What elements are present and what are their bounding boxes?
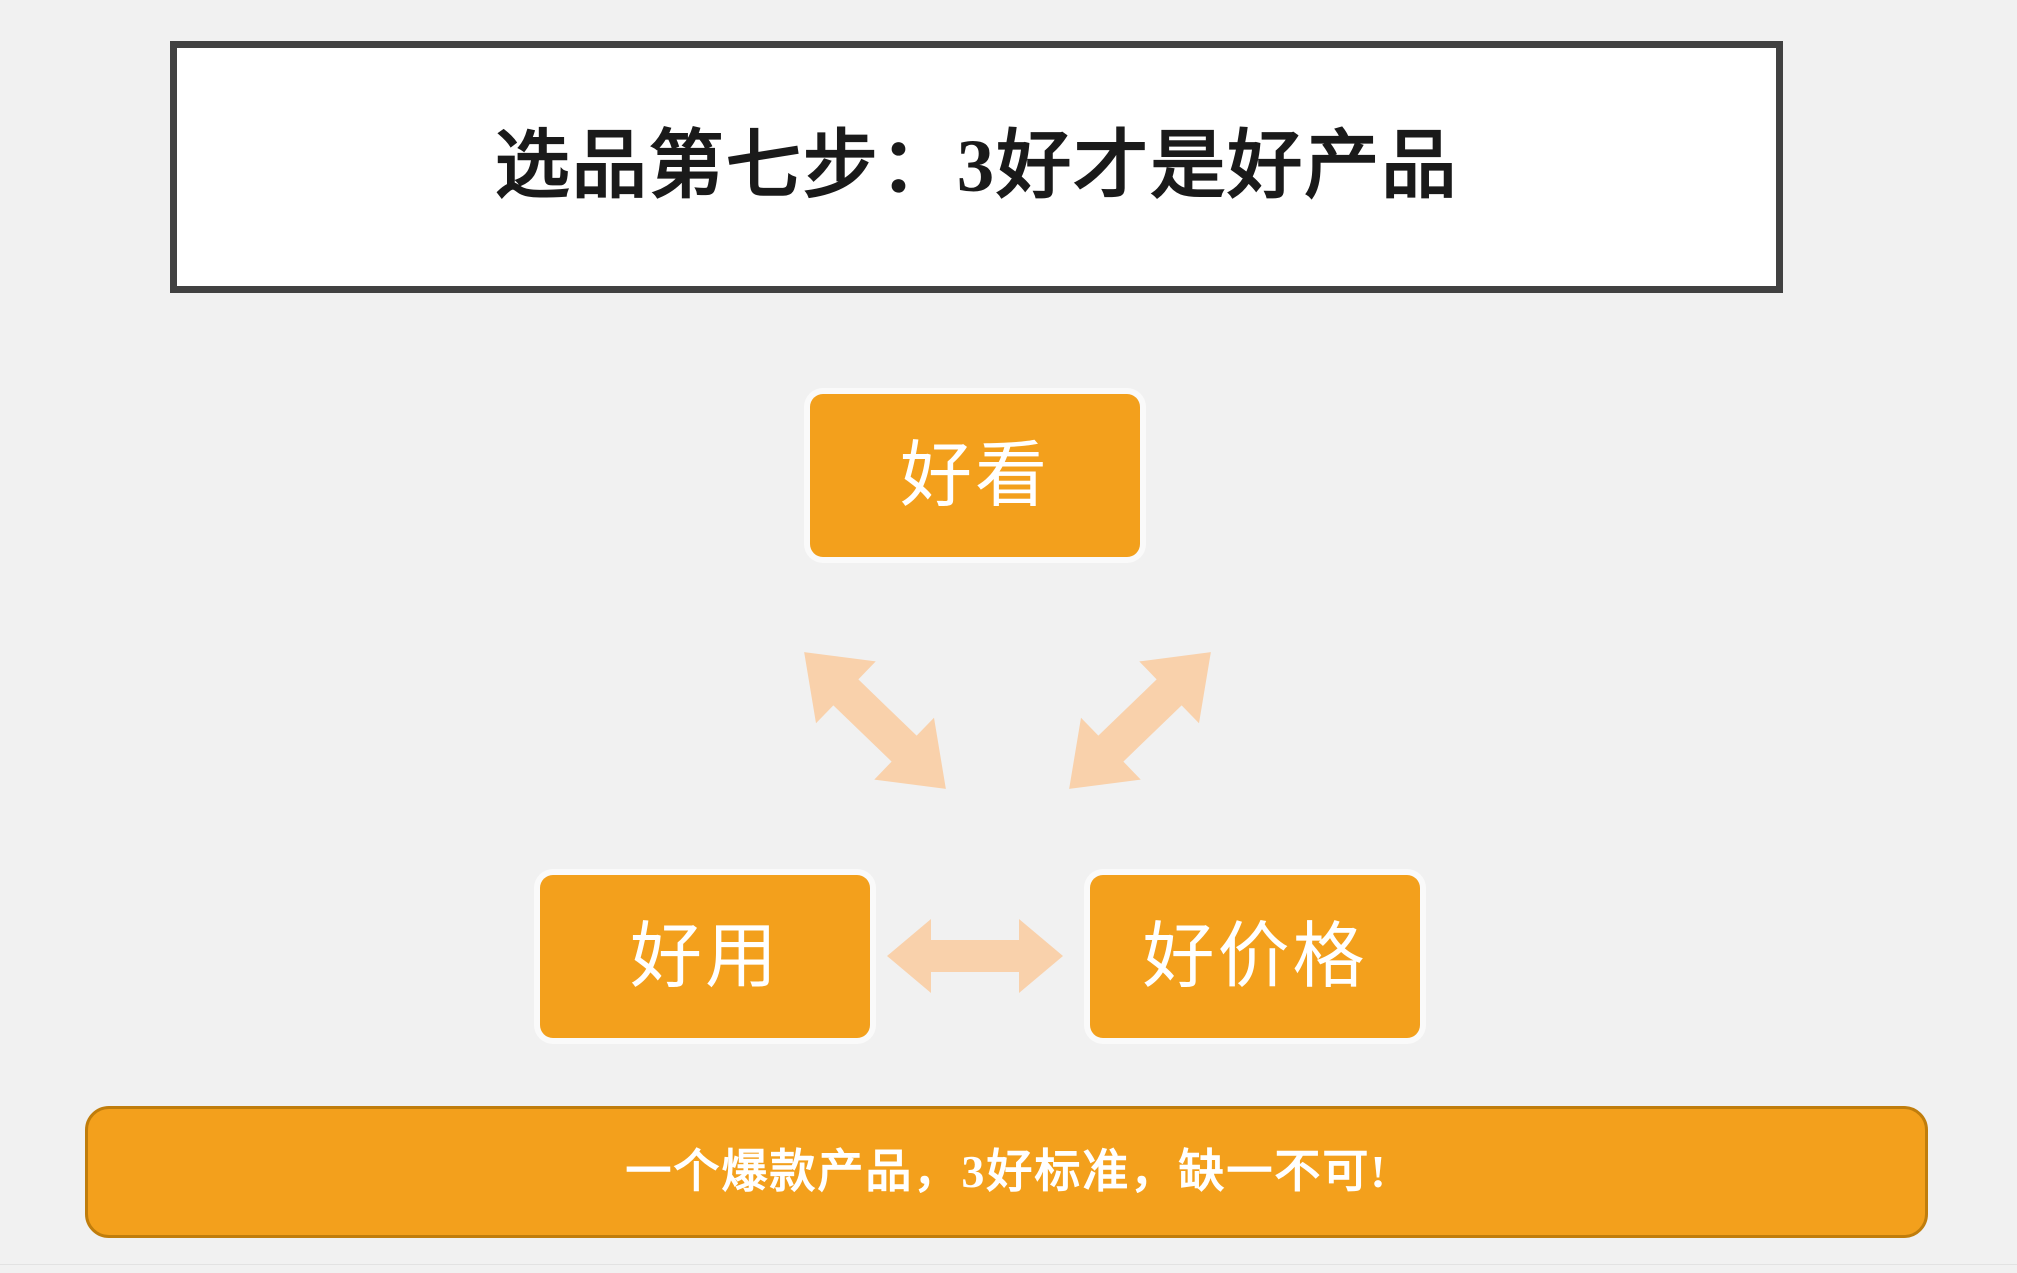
node-good-to-use[interactable]: 好用 — [540, 875, 870, 1038]
node-good-price[interactable]: 好价格 — [1090, 875, 1420, 1038]
double-headed-arrow-diagonal-right-icon — [1069, 652, 1211, 789]
summary-banner: 一个爆款产品，3好标准，缺一不可! — [85, 1106, 1928, 1238]
page-title: 选品第七步：3好才是好产品 — [494, 124, 1459, 208]
node-label-good-to-use: 好用 — [629, 916, 780, 997]
title-box: 选品第七步：3好才是好产品 — [170, 41, 1783, 293]
node-label-good-price: 好价格 — [1142, 916, 1368, 997]
node-label-good-looking: 好看 — [899, 435, 1050, 516]
summary-banner-text: 一个爆款产品，3好标准，缺一不可! — [625, 1146, 1388, 1197]
double-headed-arrow-diagonal-left-icon — [804, 652, 946, 789]
node-good-looking[interactable]: 好看 — [810, 394, 1140, 557]
bottom-divider — [0, 1264, 2017, 1265]
double-headed-arrow-horizontal-icon — [887, 919, 1063, 993]
